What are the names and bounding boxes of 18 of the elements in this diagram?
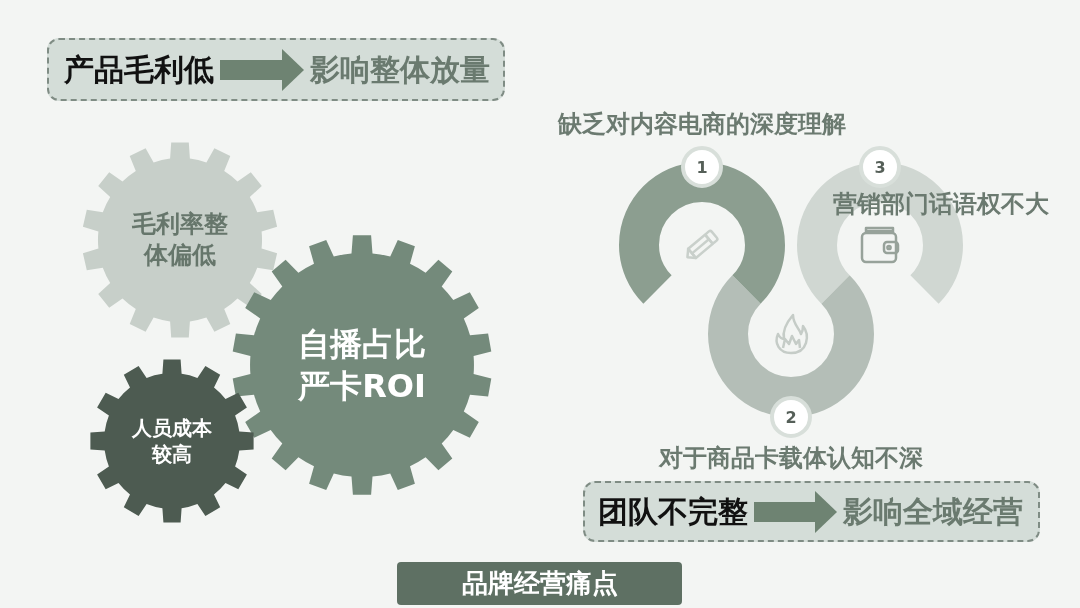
step-number: 2 [770,396,812,438]
step-caption: 对于商品卡载体认知不深 [657,444,924,472]
step-caption: 营销部门话语权不大 [832,190,1050,218]
dashed-banner [583,481,1040,542]
step-caption: 缺乏对内容电商的深度理解 [556,110,847,138]
effect-text: 影响整体放量 [304,52,496,88]
arrow [220,49,304,91]
cause-text: 产品毛利低 [58,52,220,88]
gear-label: 毛利率整体偏低 [131,209,229,271]
step-number: 1 [681,146,723,188]
dashed-banner [47,38,505,101]
gear-label: 自播占比严卡ROI [297,324,427,407]
effect-text: 影响全域经营 [837,494,1029,530]
step-number: 3 [859,146,901,188]
gear-label: 人员成本较高 [131,415,213,467]
arrow [754,491,837,533]
cause-text: 团队不完整 [592,494,754,530]
heading-bar: 品牌经营痛点 [397,562,682,605]
